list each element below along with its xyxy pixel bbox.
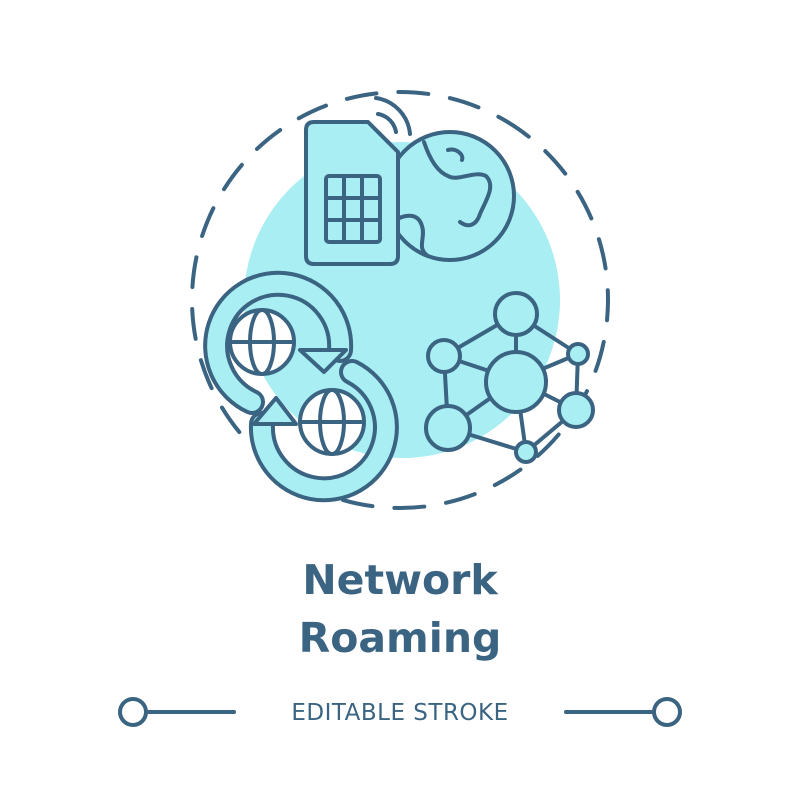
globe-icon [384, 130, 516, 262]
globe-small-icon [298, 388, 366, 456]
title-line-1: Network [302, 556, 498, 604]
editable-stroke-caption: EDITABLE STROKE [291, 700, 509, 726]
signal-icon [374, 96, 412, 136]
stroke-decoration [118, 697, 682, 727]
title-line-2: Roaming [298, 614, 502, 662]
globe-small-icon [228, 308, 296, 376]
roaming-arrows-icon [203, 270, 399, 503]
network-nodes-icon [424, 291, 595, 464]
sim-card-icon [304, 120, 400, 266]
